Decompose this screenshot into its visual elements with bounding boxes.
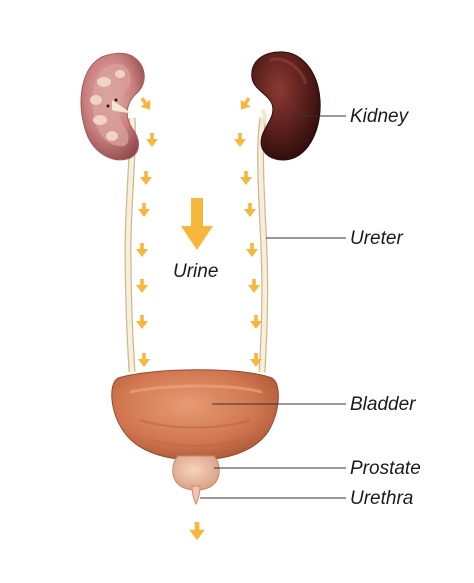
down-arrow-icon [250,315,262,329]
down-arrow-icon [234,133,246,147]
down-arrow-icon [246,243,258,257]
down-arrow-icon [244,203,256,217]
kidney-label: Kidney [350,106,409,127]
down-arrow-icon [136,243,148,257]
down-arrow-icon [138,203,150,217]
down-arrow-icon [248,279,260,293]
leader-lines [200,115,346,499]
down-arrow-icon [136,315,148,329]
prostate-label: Prostate [350,458,421,479]
down-arrow-icon [236,94,254,114]
left-kidney [80,52,145,161]
down-arrow-icon [240,171,252,185]
bladder [111,369,279,461]
down-arrow-icon [189,521,205,541]
right-kidney [251,51,321,161]
urethra [191,485,201,506]
down-arrow-icon [146,133,158,147]
down-arrow-icon [140,171,152,185]
bladder-label: Bladder [350,394,416,415]
prostate [172,455,220,491]
down-arrow-icon [138,353,150,367]
large-down-arrow-icon [181,198,213,250]
down-arrow-icon [137,94,155,114]
urine-label: Urine [173,261,219,282]
down-arrow-icon [136,279,148,293]
urethra-label: Urethra [350,488,414,509]
left-flow-arrows [136,94,158,367]
ureter-label: Ureter [350,228,403,249]
